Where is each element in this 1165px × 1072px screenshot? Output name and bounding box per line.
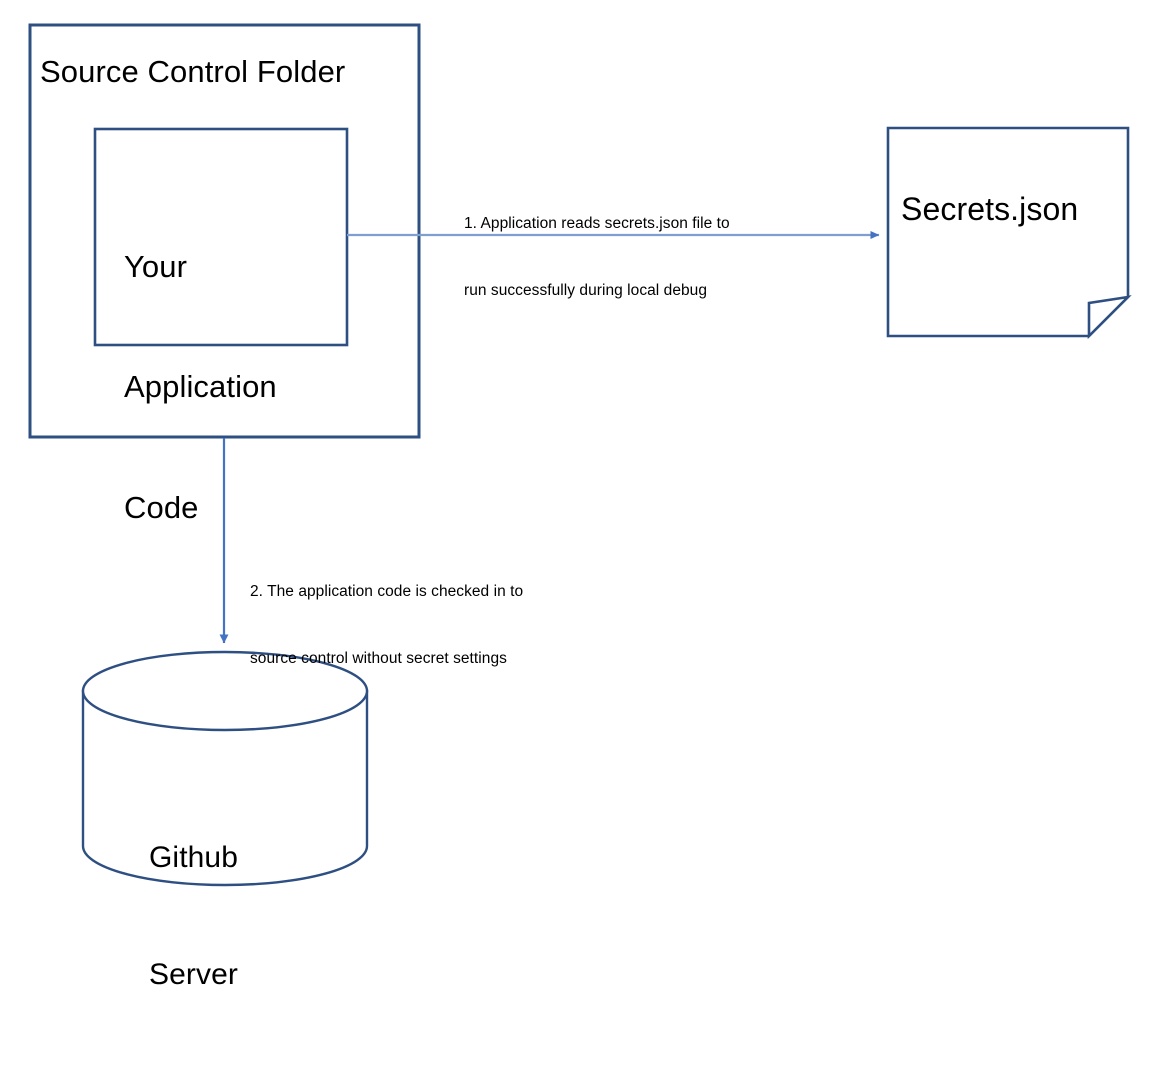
github-server-label: Github Server — [149, 760, 238, 1072]
edge-1-label-line-2: run successfully during local debug — [464, 282, 707, 300]
github-server-cylinder-top — [81, 650, 369, 732]
edge-1-label-line-1: 1. Application reads secrets.json file t… — [464, 214, 730, 232]
edge-2-label-line-2: source control without secret settings — [250, 650, 507, 668]
edge-2-label-line-1: 2. The application code is checked in to — [250, 582, 524, 600]
diagram-shapes — [28, 23, 1132, 887]
github-server-label-line-1: Github — [149, 841, 238, 874]
diagram-canvas: Source Control Folder Your Application C… — [28, 23, 1132, 991]
application-code-shape[interactable] — [93, 127, 349, 347]
application-code-label: Your Application Code — [124, 166, 277, 609]
source-control-folder-label: Source Control Folder — [40, 54, 346, 89]
github-server-cylinder-body[interactable] — [81, 689, 369, 887]
edge-1-label: 1. Application reads secrets.json file t… — [464, 168, 730, 348]
application-code-label-line-1: Your — [124, 248, 188, 284]
secrets-file-label: Secrets.json — [901, 191, 1079, 227]
secrets-file-fold-icon — [1087, 295, 1132, 340]
application-code-label-line-2: Application — [124, 369, 277, 405]
github-server-label-line-2: Server — [149, 958, 238, 991]
edge-2-label: 2. The application code is checked in to… — [250, 536, 523, 716]
application-code-label-line-3: Code — [124, 490, 199, 526]
